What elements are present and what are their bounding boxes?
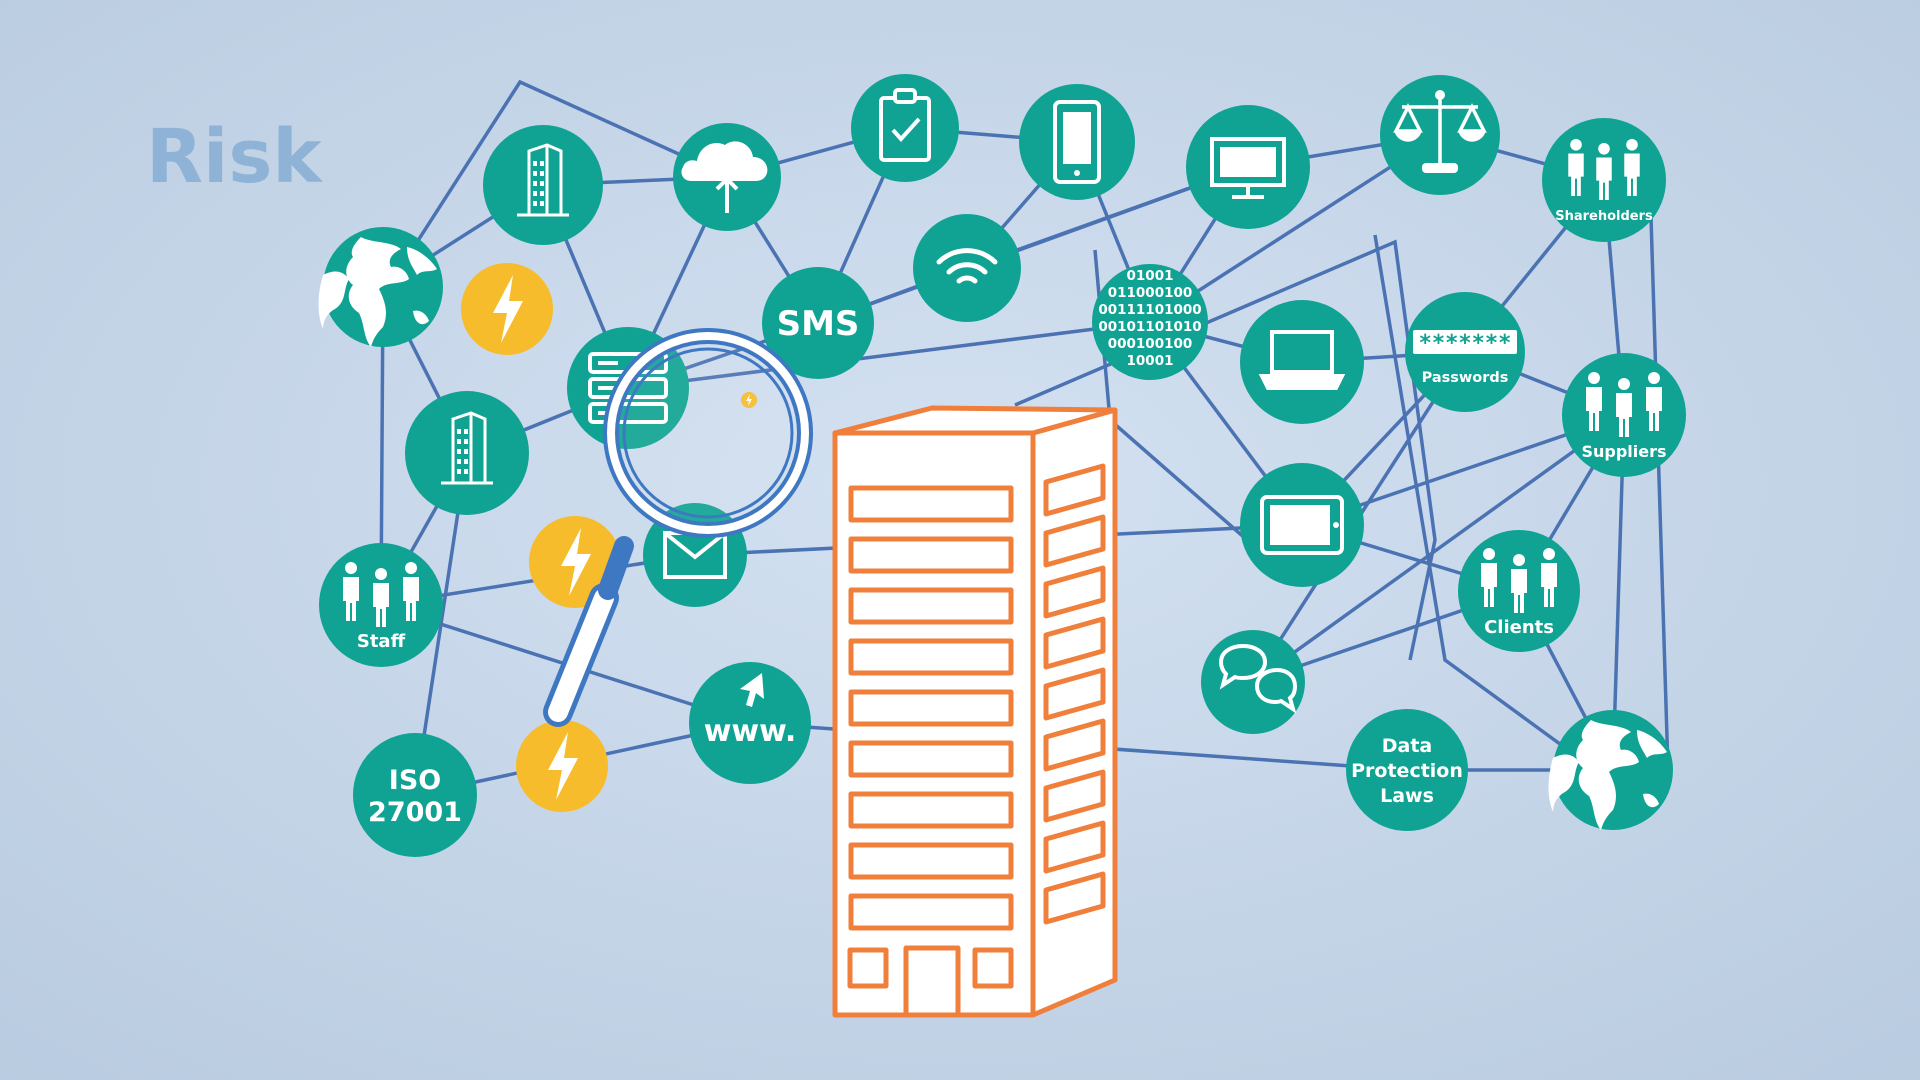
office-building-icon [517, 143, 569, 217]
iso-27001-node: ISO 27001 [353, 733, 477, 857]
iso-label-line-2: 27001 [368, 797, 462, 828]
binary-line-4: 00101101010 [1098, 319, 1201, 335]
data-protection-laws-node: Data Protection Laws [1346, 709, 1468, 831]
wifi-node [913, 214, 1021, 322]
sms-label: SMS [777, 304, 860, 344]
globe-left-node [318, 227, 443, 347]
chat-node [1201, 630, 1305, 734]
smartphone-icon [1053, 100, 1101, 184]
binary-line-5: 000100100 [1108, 336, 1193, 352]
building-window-front [848, 689, 1014, 727]
binary-line-1: 01001 [1127, 268, 1174, 284]
cloud-upload-node [673, 123, 781, 231]
sms-node: SMS [762, 267, 874, 379]
network-nodes: Shareholders SMS 01001 011000100 0011110… [318, 74, 1686, 857]
clipboard-check-icon [879, 88, 931, 162]
wifi-icon [936, 248, 998, 284]
binary-data-node: 01001 011000100 00111101000 00101101010 … [1092, 264, 1208, 380]
data-protection-line-2: Protection [1351, 760, 1463, 782]
building-window-side [1043, 616, 1106, 670]
laptop-node [1240, 300, 1364, 424]
page-title: Risk [146, 114, 323, 200]
edge-chat-to-suppliers [1251, 413, 1626, 684]
clients-node: Clients [1458, 530, 1580, 652]
suppliers-label: Suppliers [1581, 442, 1666, 461]
building-window-front [848, 587, 1014, 625]
building-window-side [1043, 514, 1106, 568]
data-protection-line-1: Data [1382, 735, 1433, 757]
phone-node [1019, 84, 1135, 200]
www-label: www. [704, 714, 797, 749]
office-building-icon [441, 411, 493, 485]
building-window-side [1043, 565, 1106, 619]
tablet-node [1240, 463, 1364, 587]
chat-bubbles-icon [1218, 643, 1298, 714]
globe-icon [1548, 720, 1667, 830]
edge-server-to-binary [627, 320, 1151, 390]
building-window-front [848, 485, 1014, 523]
password-stars: ******* [1419, 331, 1512, 356]
headquarters-building-illustration [832, 405, 1118, 1018]
building-window-side [1043, 463, 1106, 517]
passwords-label: Passwords [1422, 370, 1509, 386]
data-protection-line-3: Laws [1380, 785, 1434, 807]
building-window-front [848, 638, 1014, 676]
desktop-monitor-icon [1210, 137, 1286, 199]
building-top-node [483, 125, 603, 245]
binary-line-6: 10001 [1127, 353, 1174, 369]
building-window-front [848, 740, 1014, 778]
binary-code-icon: 01001 011000100 00111101000 00101101010 … [1098, 268, 1201, 369]
building-window-side [1043, 667, 1106, 721]
scales-node [1380, 75, 1500, 195]
globe-icon [318, 237, 437, 347]
building-window-front [848, 791, 1014, 829]
binary-line-2: 011000100 [1108, 285, 1193, 301]
shareholders-label: Shareholders [1555, 209, 1653, 224]
building-window-front [848, 893, 1014, 931]
building-window-side [1043, 769, 1106, 823]
www-node: www. [689, 662, 811, 784]
magnifying-glass-icon [543, 328, 813, 727]
lightning-icon [561, 528, 591, 596]
scales-of-justice-icon [1393, 90, 1487, 173]
building-window-side [1043, 718, 1106, 772]
lightning-bolt-3 [516, 720, 608, 812]
staff-node: Staff [319, 543, 443, 667]
suppliers-node: Suppliers [1562, 353, 1686, 477]
building-window-front [848, 842, 1014, 880]
lightning-icon [746, 394, 752, 406]
cursor-arrow-icon [740, 673, 764, 707]
password-field-icon: ******* [1413, 330, 1517, 356]
staff-label: Staff [357, 631, 406, 652]
building-window-side [1043, 871, 1106, 925]
laptop-icon [1258, 330, 1346, 390]
building-window-front [848, 536, 1014, 574]
building-mid-node [405, 391, 529, 515]
clipboard-node [851, 74, 959, 182]
passwords-node: ******* Passwords [1405, 292, 1525, 412]
globe-right-node [1548, 710, 1673, 830]
iso-label-line-1: ISO [389, 765, 441, 796]
building-window-side [1043, 820, 1106, 874]
tablet-icon [1260, 495, 1344, 555]
lightning-icon [493, 275, 523, 343]
monitor-node [1186, 105, 1310, 229]
binary-line-3: 00111101000 [1098, 302, 1201, 318]
lightning-bolt-small [741, 392, 757, 408]
lightning-bolt-1 [461, 263, 553, 355]
cloud-upload-icon [681, 141, 768, 213]
clients-label: Clients [1484, 617, 1554, 638]
shareholders-node: Shareholders [1542, 118, 1666, 242]
lightning-icon [548, 732, 578, 800]
